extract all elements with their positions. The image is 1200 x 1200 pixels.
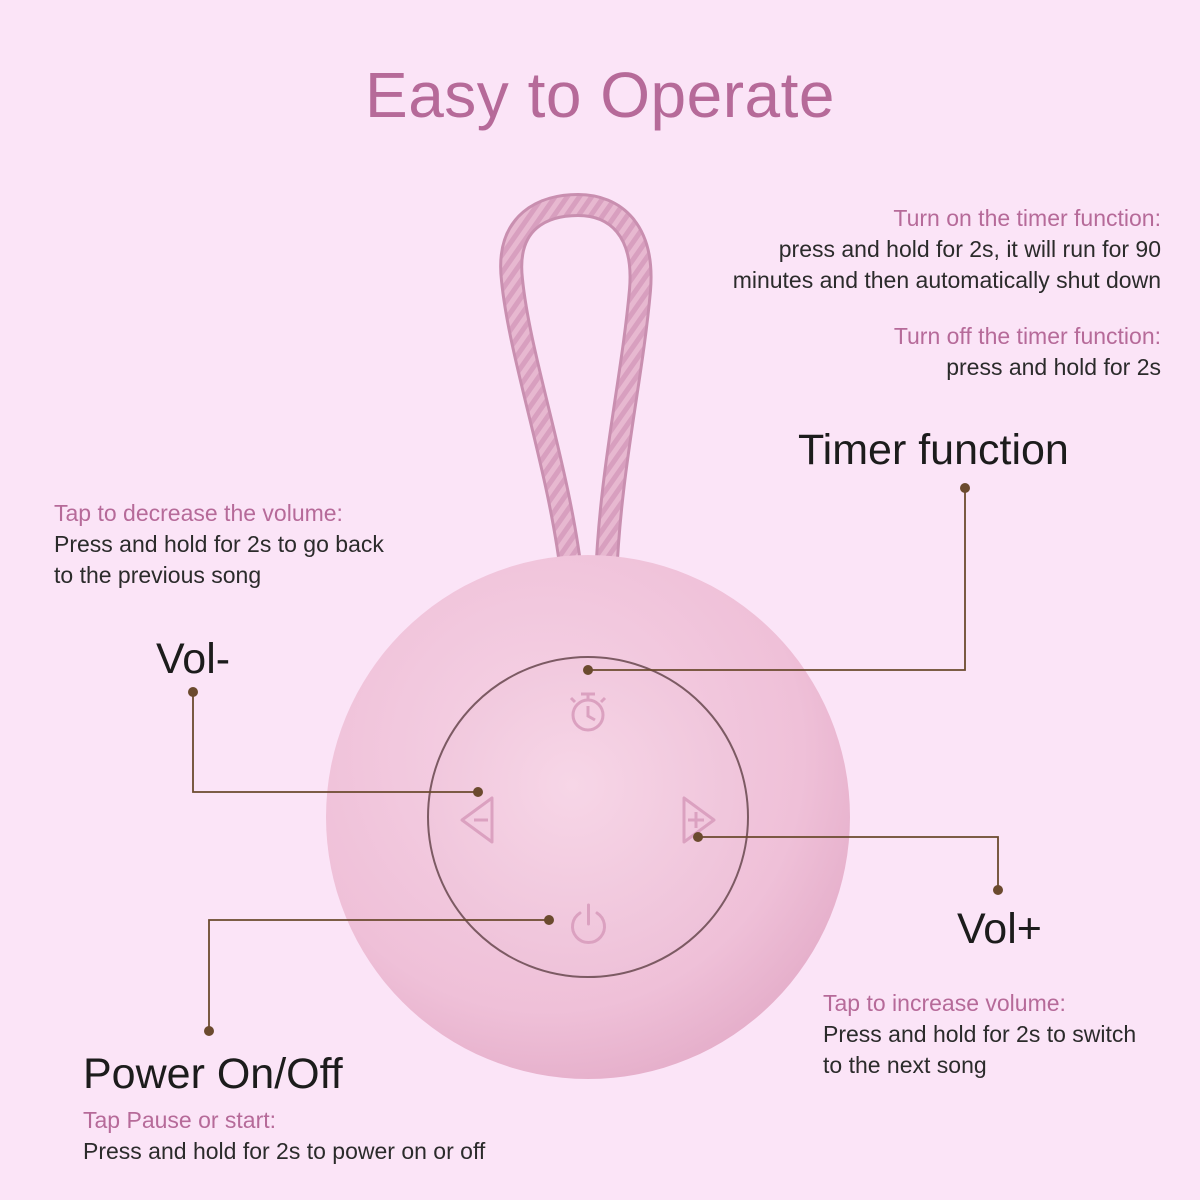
timer-on-heading: Turn on the timer function: bbox=[893, 205, 1161, 231]
power-leader-line bbox=[208, 919, 549, 1031]
vol-up-line2: to the next song bbox=[823, 1052, 987, 1078]
power-leader-dot bbox=[204, 1026, 214, 1036]
control-face bbox=[427, 656, 749, 978]
timer-leader-line bbox=[588, 488, 966, 671]
timer-leader-dot bbox=[960, 483, 970, 493]
power-line1: Press and hold for 2s to power on or off bbox=[83, 1138, 486, 1164]
power-label: Power On/Off bbox=[83, 1050, 343, 1098]
timer-off-line1: press and hold for 2s bbox=[946, 354, 1161, 380]
timer-button-dot bbox=[583, 665, 593, 675]
timer-on-line1: press and hold for 2s, it will run for 9… bbox=[778, 236, 1161, 262]
vol-down-leader-dot bbox=[188, 687, 198, 697]
vol-up-leader-line bbox=[698, 836, 999, 890]
vol-up-label: Vol+ bbox=[957, 905, 1042, 953]
vol-up-leader-dot bbox=[993, 885, 1003, 895]
stopwatch-icon[interactable] bbox=[569, 692, 607, 732]
vol-down-label: Vol- bbox=[156, 635, 231, 683]
triangle-minus-icon[interactable] bbox=[460, 796, 494, 844]
vol-down-line2: to the previous song bbox=[54, 562, 262, 588]
vol-down-description: Tap to decrease the volume: Press and ho… bbox=[54, 498, 384, 591]
power-icon[interactable] bbox=[571, 903, 606, 944]
page-title: Easy to Operate bbox=[365, 59, 835, 131]
vol-down-line1: Press and hold for 2s to go back bbox=[54, 531, 384, 557]
timer-function-label: Timer function bbox=[798, 426, 1069, 474]
vol-down-heading: Tap to decrease the volume: bbox=[54, 500, 343, 526]
vol-down-leader-line bbox=[192, 692, 478, 793]
vol-up-button-dot bbox=[693, 832, 703, 842]
power-heading: Tap Pause or start: bbox=[83, 1107, 277, 1133]
timer-off-heading: Turn off the timer function: bbox=[893, 323, 1161, 349]
timer-off-description: Turn off the timer function: press and h… bbox=[894, 321, 1161, 383]
timer-on-line2: minutes and then automatically shut down bbox=[732, 267, 1161, 293]
vol-down-button-dot bbox=[473, 787, 483, 797]
vol-up-heading: Tap to increase volume: bbox=[823, 990, 1066, 1016]
power-button-dot bbox=[544, 915, 554, 925]
power-description: Tap Pause or start: Press and hold for 2… bbox=[83, 1105, 485, 1167]
vol-up-line1: Press and hold for 2s to switch bbox=[823, 1021, 1137, 1047]
vol-up-description: Tap to increase volume: Press and hold f… bbox=[823, 988, 1136, 1081]
triangle-plus-icon[interactable] bbox=[682, 796, 716, 844]
timer-on-description: Turn on the timer function: press and ho… bbox=[733, 203, 1161, 296]
